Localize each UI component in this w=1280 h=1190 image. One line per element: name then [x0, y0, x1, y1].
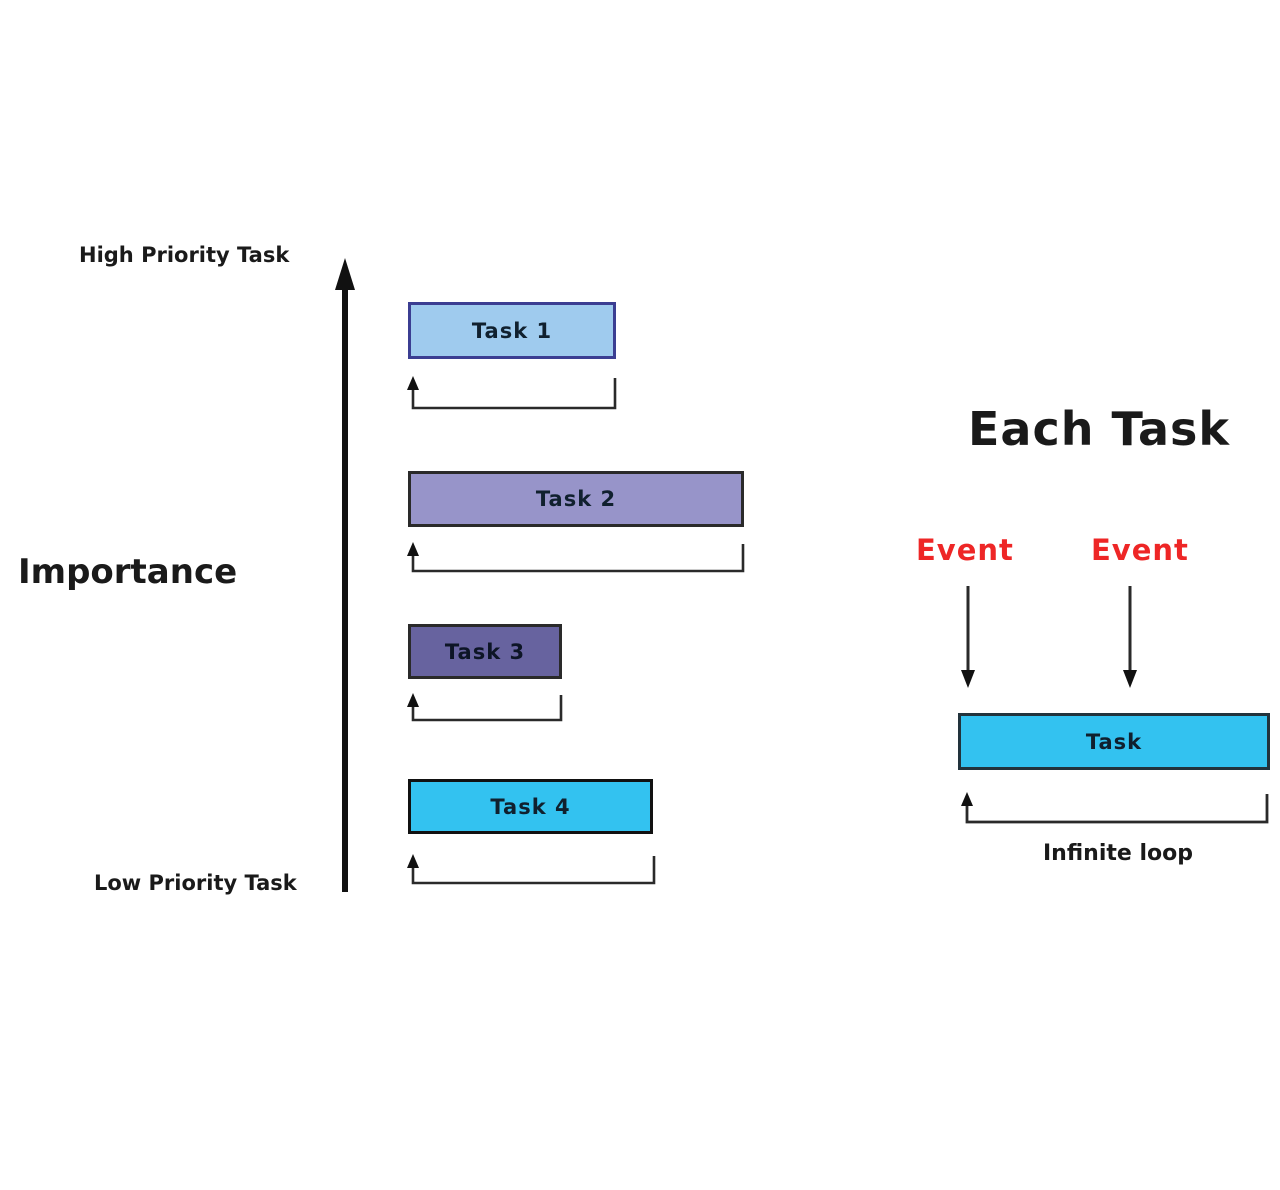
event2-arrow-icon — [1123, 586, 1137, 688]
high-priority-label: High Priority Task — [79, 243, 290, 267]
event2-label: Event — [1091, 533, 1189, 567]
task4-loop-arrow-icon — [407, 854, 656, 885]
importance-axis-arrow-icon — [335, 258, 355, 892]
low-priority-label: Low Priority Task — [94, 871, 297, 895]
task1-loop-arrow-icon — [407, 376, 617, 410]
each-task-title: Each Task — [968, 402, 1230, 456]
infinite-loop-label: Infinite loop — [1043, 841, 1193, 866]
task3-box: Task 3 — [408, 624, 562, 679]
infinite-loop-arrow-icon — [961, 792, 1269, 824]
task2-loop-arrow-icon — [407, 542, 745, 573]
task2-box: Task 2 — [408, 471, 744, 527]
task1-label: Task 1 — [471, 318, 553, 343]
task4-label: Task 4 — [490, 794, 571, 819]
each-task-box: Task — [958, 713, 1270, 770]
task3-loop-arrow-icon — [407, 693, 563, 722]
task2-label: Task 2 — [535, 487, 617, 511]
task3-label: Task 3 — [444, 639, 526, 664]
importance-axis-label: Importance — [18, 552, 238, 592]
event1-label: Event — [916, 533, 1014, 567]
task4-box: Task 4 — [408, 779, 653, 834]
event1-arrow-icon — [961, 586, 975, 688]
task1-box: Task 1 — [408, 302, 616, 359]
each-task-box-label: Task — [1085, 729, 1143, 754]
